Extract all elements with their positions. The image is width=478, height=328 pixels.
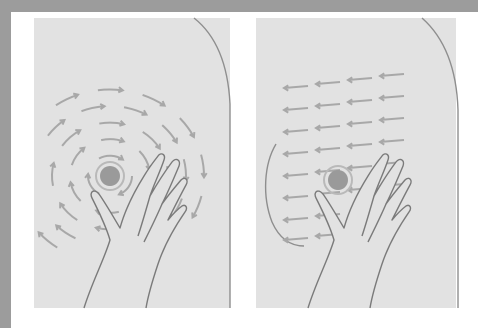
- circular-pattern-panel: [22, 14, 240, 314]
- nipple-marker: [328, 170, 348, 190]
- nipple-marker: [100, 166, 120, 186]
- vertical-strip-pattern-panel: [246, 14, 468, 314]
